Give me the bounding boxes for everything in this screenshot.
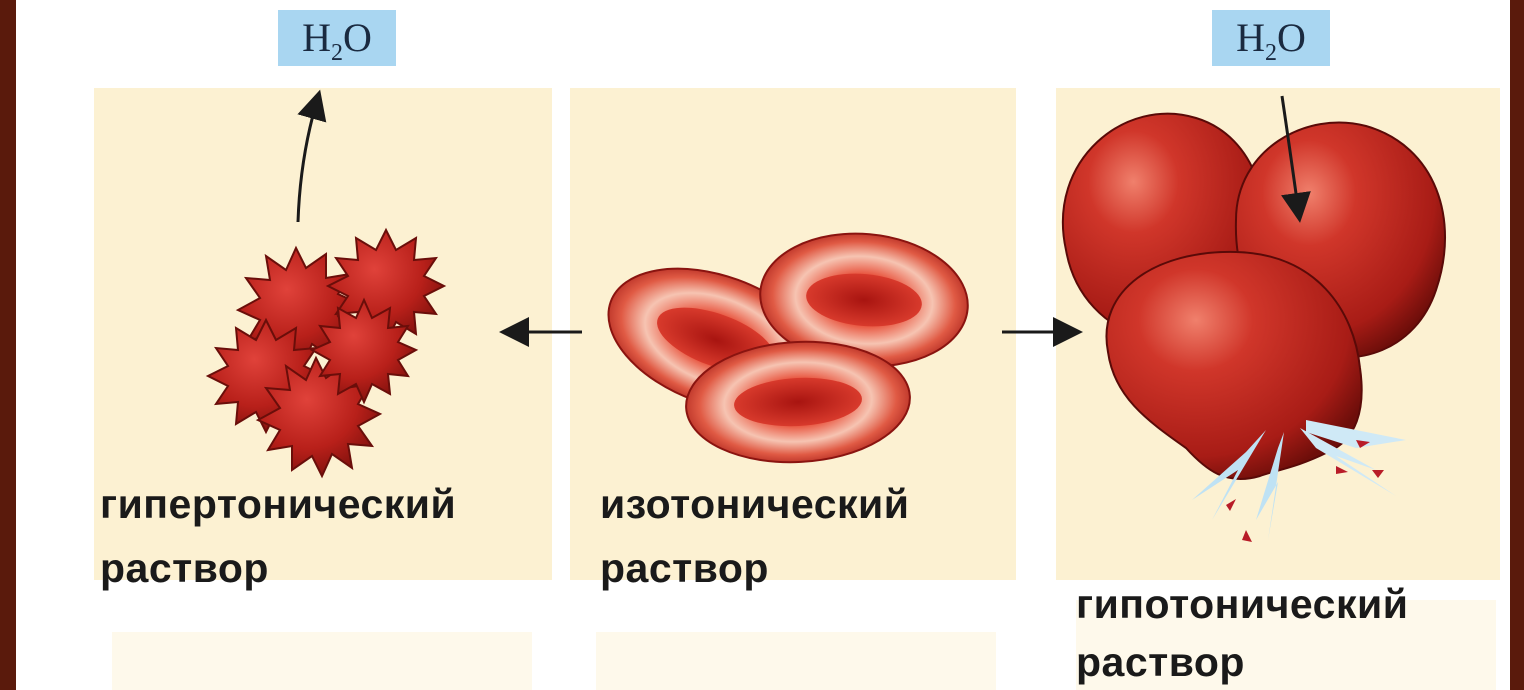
- burst-drop: [1336, 466, 1348, 474]
- burst-drop: [1242, 530, 1252, 542]
- water-out-arrow: [298, 104, 316, 222]
- hypertonic-label-line2: раствор: [100, 540, 269, 596]
- isotonic-label-line2: раствор: [600, 540, 769, 596]
- burst-drop: [1226, 499, 1236, 511]
- swollen-cells: [1063, 114, 1445, 479]
- isotonic-label-line1: изотонический: [600, 476, 909, 532]
- burst-drop: [1372, 470, 1384, 478]
- isotonic-cells: [589, 225, 973, 468]
- hypertonic-label-line1: гипертонический: [100, 476, 456, 532]
- hypotonic-label-line1: гипотонический: [1076, 576, 1408, 632]
- hypotonic-label-line2: раствор: [1076, 634, 1245, 690]
- crenated-cells: [208, 230, 444, 476]
- diagram-canvas: H2O H2O: [16, 0, 1510, 690]
